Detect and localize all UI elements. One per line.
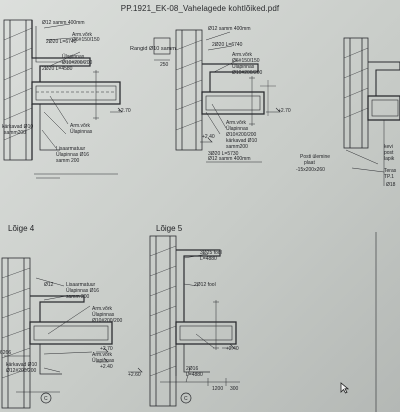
label-tr-1: plaat [304,160,315,166]
detail-top-mid [153,29,281,163]
label-tl-3: Ø6#150/150 [72,37,100,43]
label-tr-6: Teras [384,168,397,174]
label-bl-7: +2.70 [100,346,113,352]
section-title-5: Lõige 5 [156,224,183,233]
label-tm-8: +2.70 [278,108,291,114]
label-tm-3: 2Ø20 L=6740 [212,42,243,48]
label-bl-3: samm 200 [66,294,90,300]
label-bl-14: C [44,396,48,402]
label-bm-7: C [184,396,188,402]
label-bm-8: 1200 [212,386,223,392]
detail-bottom-left [1,257,113,409]
label-tl-6: Ø10#200/200 [62,60,93,66]
label-tr-2: -15x200x260 [296,167,325,173]
label-bl-1: Lisaarmatuur [66,282,96,288]
label-tm-10: Ülapinnas [226,125,249,132]
label-tm-15: 3Ø20 L=5730 [208,151,239,157]
label-bl-12: Ø12#200/200 [6,368,37,374]
label-tr-5: lapik [384,156,395,162]
label-tm-9: Arm.võrk [226,120,247,126]
label-bl-8: +2.40 [100,364,113,370]
label-bl-0: Ø12 [44,282,54,288]
label-bm-9: 300 [230,386,239,392]
label-bm-3: +2.40 [226,346,239,352]
label-bl-10: Ülapinnas [92,357,115,364]
label-tr-7: TP.1 [384,174,394,180]
label-bl-13: 6266 [0,350,11,356]
label-tm-5: Ø6#150/150 [232,58,260,64]
label-bm-6: L=4880 [186,372,203,378]
label-tl-1: 2Ø20 L=6740 [46,39,77,45]
detail-bottom-mid [128,235,240,407]
label-tl-12: Ülapinnas Ø16 [56,151,89,158]
label-tm-14: +2.40 [202,134,215,140]
label-bm-5: 2Ø16 [186,366,198,372]
label-tm-2: Ø12 samm 400mm [208,26,251,32]
label-bm-4: +2.60 [128,372,141,378]
label-tr-4: post [384,150,394,156]
label-bm-0: 3Ø25 fool [200,250,222,256]
mouse-pointer-icon [340,382,349,394]
label-tm-4: Arm.võrk [232,52,253,58]
label-tl-8: samm200 [4,130,26,136]
label-tl-2: Arm.võrk [72,32,93,38]
detail-top-left [3,19,123,179]
label-tl-14: +2.70 [118,108,131,114]
label-bl-11: kärkavad Ø10 [6,362,37,368]
label-tm-1: 250 [160,62,169,68]
label-bl-2: Ülapinnas Ø16 [66,287,99,294]
label-tm-0: Rangid Ø10 samm [130,46,176,52]
section-title-4: Lõige 4 [8,224,35,233]
document-title: PP.1921_EK-08_Vahelagede kohtlõiked.pdf [120,4,280,13]
label-bm-1: L=4880 [200,256,217,262]
label-tr-8: Ø18 [386,182,396,188]
label-tl-13: samm 200 [56,158,80,164]
detail-top-right [343,37,400,186]
label-bl-9: Arm.võrk [92,352,113,358]
label-tl-0: Ø12 samm 400mm [42,20,85,26]
label-bl-6: Ø10#200/200 [92,318,123,324]
label-tm-7: Ø10#200/200 [232,70,263,76]
label-tl-9: Arm.võrk [70,123,91,129]
label-bl-5: Ülapinnas [92,311,115,318]
label-tl-10: Ülapinnas [70,128,93,135]
label-tm-6: Ülapinnas [232,63,255,70]
label-tr-3: kevi [384,144,393,150]
label-tl-7: kärkavad Ø10 [2,124,33,130]
label-bl-4: Arm.võrk [92,306,113,312]
label-tl-4: Ülapinnas [62,53,85,60]
label-tm-16: Ø12 samm 400mm [208,156,251,162]
label-tm-13: samm200 [226,144,248,150]
label-tl-11: Lisaarmatuur [56,146,86,152]
label-tm-11: Ø10#200/200 [226,132,257,138]
label-tm-12: kärkavad Ø10 [226,138,257,144]
label-bm-2: 2Ø12 fool [194,282,216,288]
label-tl-5: 2Ø20 L=4580 [42,66,73,72]
label-tr-0: Posti ülemine [300,154,330,160]
